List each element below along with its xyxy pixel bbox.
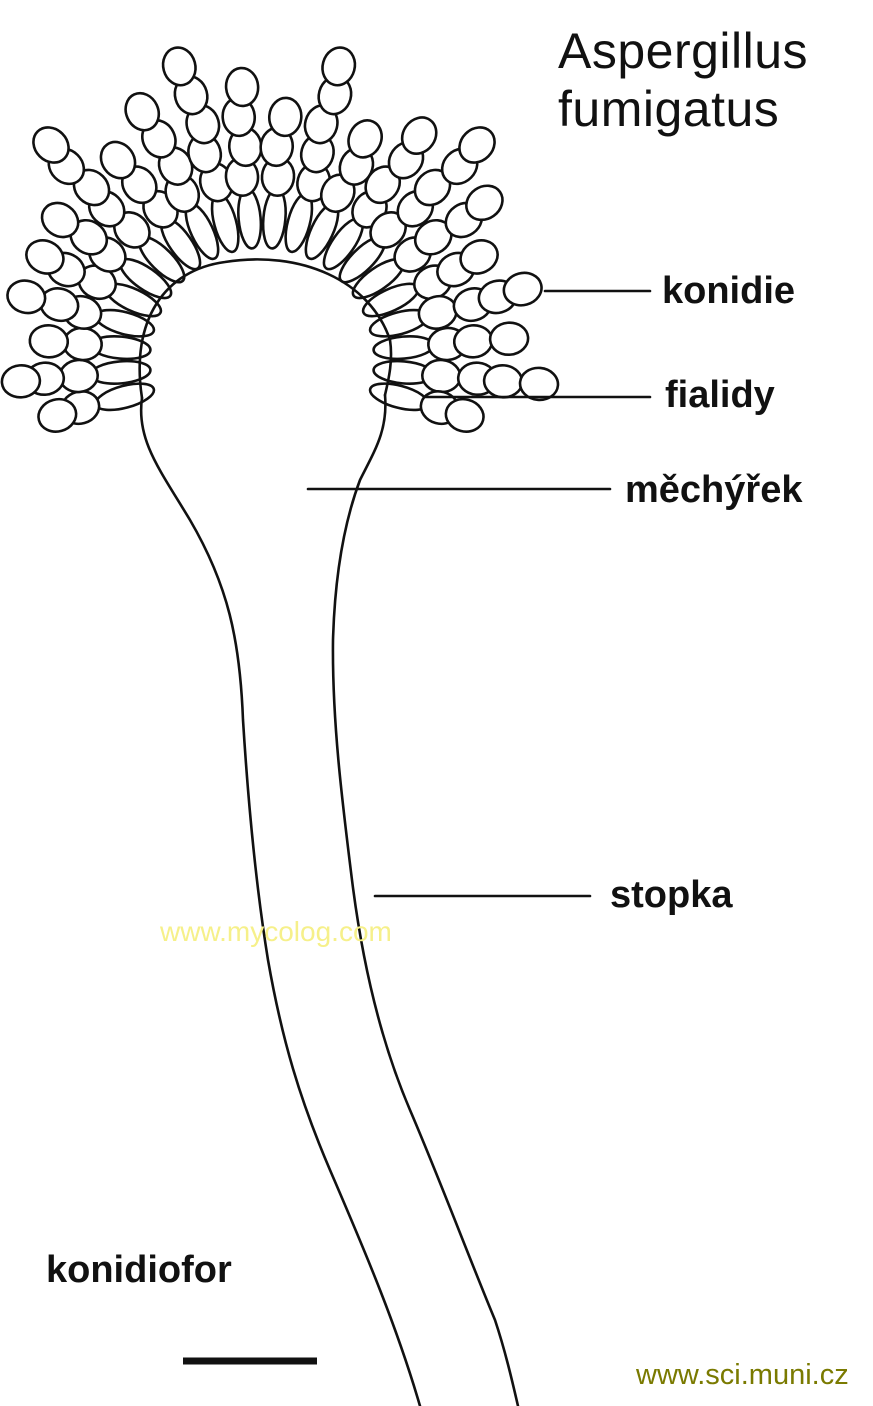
conidium (421, 358, 462, 393)
stalk-right-wall (333, 395, 518, 1406)
label-konidie: konidie (662, 269, 795, 313)
conidium (483, 364, 524, 399)
label-konidiofor: konidiofor (46, 1248, 232, 1292)
conidium (28, 324, 69, 359)
label-fialidy: fialidy (665, 373, 775, 417)
phialide (90, 359, 152, 386)
phialide (373, 334, 435, 361)
conidium (453, 324, 494, 359)
conidium (489, 321, 530, 356)
source-credit: www.sci.muni.cz (636, 1359, 849, 1392)
conidium (268, 97, 303, 138)
diagram-title: Aspergillus fumigatus (558, 22, 808, 138)
phialide (261, 188, 288, 250)
label-stopka: stopka (610, 873, 732, 917)
title-line-1: Aspergillus (558, 22, 808, 80)
label-mechyrek: měchýřek (625, 468, 802, 512)
watermark-text: www.mycolog.com (160, 916, 392, 948)
title-line-2: fumigatus (558, 80, 808, 138)
phialide (236, 188, 263, 250)
